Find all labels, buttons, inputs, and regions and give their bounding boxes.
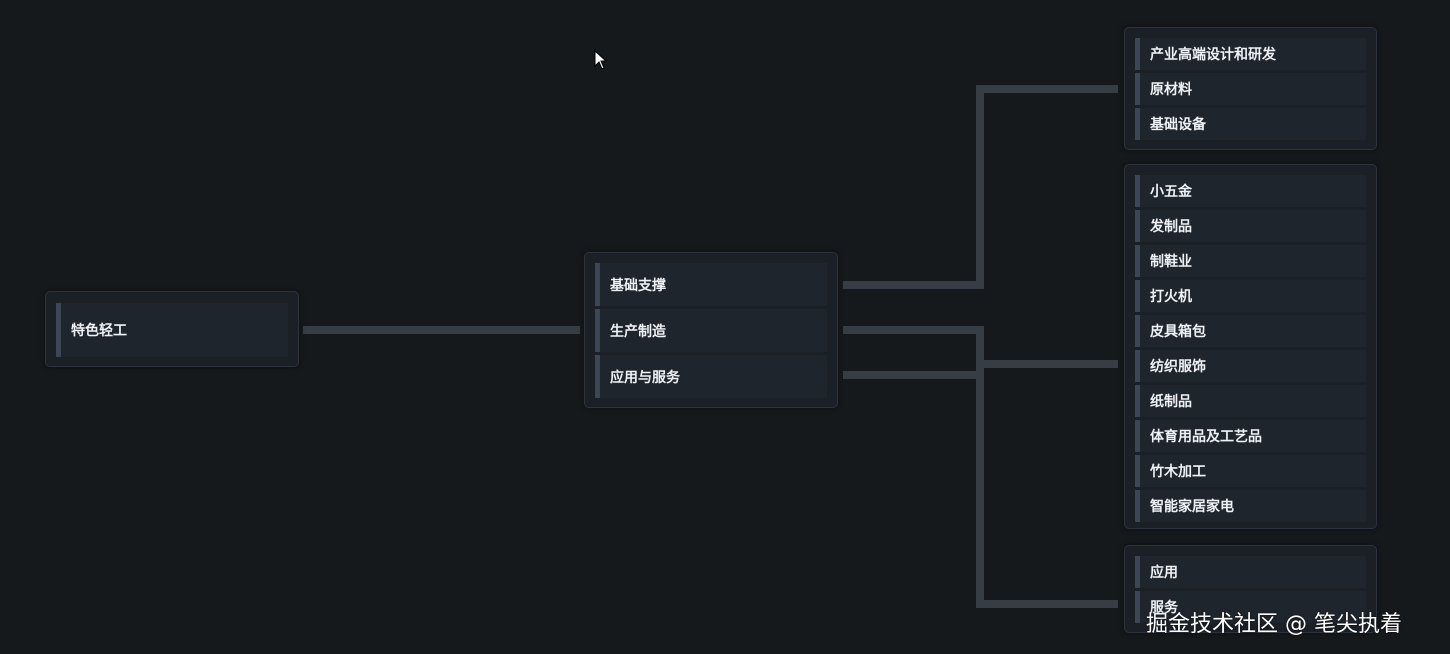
group-item[interactable]: 应用 — [1135, 556, 1366, 588]
group-item-label: 产业高端设计和研发 — [1150, 47, 1276, 63]
group-item[interactable]: 基础设备 — [1135, 108, 1366, 140]
group-item[interactable]: 体育用品及工艺品 — [1135, 420, 1366, 452]
group-item-label: 应用 — [1150, 565, 1178, 581]
group-item-label: 皮具箱包 — [1150, 324, 1206, 340]
group-item[interactable]: 小五金 — [1135, 175, 1366, 207]
group-production[interactable]: 小五金 发制品 制鞋业 打火机 皮具箱包 纺织服饰 纸制品 体育用品及工艺品 竹… — [1124, 164, 1377, 529]
group-application-service[interactable]: 应用 服务 — [1124, 545, 1377, 633]
group-item-label: 纸制品 — [1150, 394, 1192, 410]
group-item-label: 打火机 — [1150, 289, 1192, 305]
group-item-label: 体育用品及工艺品 — [1150, 429, 1262, 445]
group-item[interactable]: 原材料 — [1135, 73, 1366, 105]
group-item[interactable]: 皮具箱包 — [1135, 315, 1366, 347]
group-item-label: 服务 — [1150, 600, 1178, 616]
group-item[interactable]: 智能家居家电 — [1135, 490, 1366, 522]
group-item-label: 纺织服饰 — [1150, 359, 1206, 375]
middle-item-label: 生产制造 — [610, 323, 666, 340]
group-basic-support[interactable]: 产业高端设计和研发 原材料 基础设备 — [1124, 27, 1377, 150]
group-item-label: 原材料 — [1150, 82, 1192, 98]
mouse-cursor-icon — [594, 50, 608, 70]
group-item[interactable]: 纸制品 — [1135, 385, 1366, 417]
group-item-label: 小五金 — [1150, 184, 1192, 200]
middle-item-production[interactable]: 生产制造 — [595, 309, 827, 352]
root-label: 特色轻工 — [71, 323, 127, 339]
group-item[interactable]: 纺织服饰 — [1135, 350, 1366, 382]
root-item[interactable]: 特色轻工 — [56, 303, 288, 357]
root-node[interactable]: 特色轻工 — [45, 291, 299, 367]
middle-item-label: 应用与服务 — [610, 369, 680, 386]
middle-item-label: 基础支撑 — [610, 277, 666, 294]
group-item[interactable]: 打火机 — [1135, 280, 1366, 312]
group-item-label: 发制品 — [1150, 219, 1192, 235]
watermark: 掘金技术社区 @ 笔尖执着 — [1146, 612, 1402, 637]
group-item[interactable]: 竹木加工 — [1135, 455, 1366, 487]
group-item[interactable]: 发制品 — [1135, 210, 1366, 242]
group-item[interactable]: 服务 — [1135, 591, 1366, 623]
group-item-label: 制鞋业 — [1150, 254, 1192, 270]
middle-item-application-service[interactable]: 应用与服务 — [595, 355, 827, 398]
group-item-label: 竹木加工 — [1150, 464, 1206, 480]
group-item[interactable]: 制鞋业 — [1135, 245, 1366, 277]
connector-application-to-services — [976, 364, 1118, 608]
connector-production — [843, 326, 1118, 368]
group-item-label: 智能家居家电 — [1150, 499, 1234, 515]
middle-node[interactable]: 基础支撑 生产制造 应用与服务 — [584, 252, 838, 408]
group-item-label: 基础设备 — [1150, 117, 1206, 133]
connector-basic-support — [843, 85, 1118, 289]
middle-item-basic-support[interactable]: 基础支撑 — [595, 263, 827, 306]
group-item[interactable]: 产业高端设计和研发 — [1135, 38, 1366, 70]
